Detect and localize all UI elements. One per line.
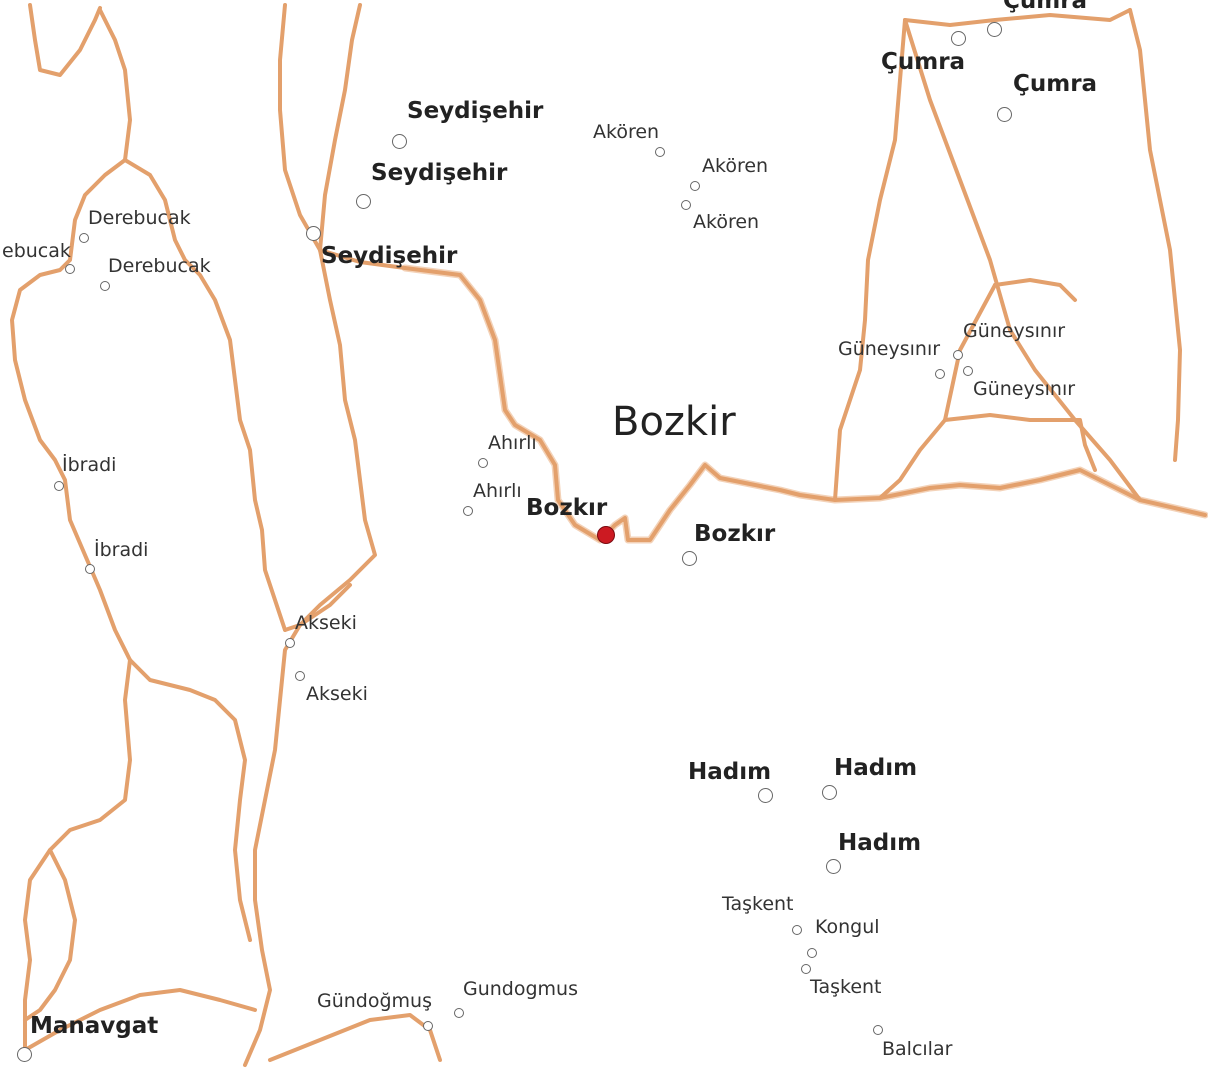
place-label-kongul[interactable]: Kongul xyxy=(815,916,880,938)
place-dot[interactable] xyxy=(873,1025,883,1035)
place-label-gundogmus[interactable]: Gündoğmuş xyxy=(317,990,433,1012)
road-cumra-main xyxy=(833,18,907,502)
road-west-loop xyxy=(23,848,77,1022)
place-label-akoren[interactable]: Akören xyxy=(693,211,760,233)
place-label-hadim[interactable]: Hadım xyxy=(834,755,918,781)
place-dot[interactable] xyxy=(463,506,473,516)
place-dot[interactable] xyxy=(306,226,321,241)
road-guneysinir-east xyxy=(943,413,1097,472)
place-dot[interactable] xyxy=(682,551,697,566)
place-label-akoren[interactable]: Akören xyxy=(593,121,660,143)
place-label-seydisehir[interactable]: Seydişehir xyxy=(407,98,544,124)
place-label-guneysinir[interactable]: Güneysınır xyxy=(838,338,941,360)
place-dot[interactable] xyxy=(681,200,691,210)
road-gundogmus-east xyxy=(268,1013,442,1062)
place-dot[interactable] xyxy=(356,194,371,209)
place-dot[interactable] xyxy=(478,458,488,468)
place-dot[interactable] xyxy=(822,785,837,800)
place-label-bozkir[interactable]: Bozkır xyxy=(694,521,776,547)
road-seydisehir-ne xyxy=(318,3,362,252)
place-label-guneysinir[interactable]: Güneysınır xyxy=(963,320,1066,342)
place-label-hadim[interactable]: Hadım xyxy=(838,830,922,856)
place-dot[interactable] xyxy=(807,948,817,958)
road-derebucak-loop xyxy=(123,158,287,632)
place-label-seydisehir[interactable]: Seydişehir xyxy=(321,243,458,269)
place-label-manavgat[interactable]: Manavgat xyxy=(30,1013,159,1039)
place-label-akseki[interactable]: Akseki xyxy=(306,683,368,705)
place-dot[interactable] xyxy=(100,281,110,291)
place-dot[interactable] xyxy=(690,181,700,191)
region-label: Bozkir xyxy=(612,399,736,445)
road-guneysinir xyxy=(878,283,997,500)
road-derebucak-nw xyxy=(28,3,102,77)
location-marker[interactable] xyxy=(597,526,615,544)
place-label-ahirli[interactable]: Ahırlı xyxy=(473,480,522,502)
place-label-gundogmus[interactable]: Gundogmus xyxy=(463,978,579,1000)
place-label-balcilar[interactable]: Balcılar xyxy=(882,1038,953,1060)
road-akseki xyxy=(283,583,352,632)
road-ibradi-south xyxy=(23,658,132,1052)
place-label-bozkir[interactable]: Bozkır xyxy=(526,495,608,521)
place-label-taskent[interactable]: Taşkent xyxy=(810,976,882,998)
place-dot[interactable] xyxy=(423,1021,433,1031)
place-dot[interactable] xyxy=(54,481,64,491)
place-label-ahirli[interactable]: Ahırlı xyxy=(488,432,537,454)
place-dot[interactable] xyxy=(951,31,966,46)
place-label-akseki[interactable]: Akseki xyxy=(295,612,357,634)
road-seydisehir-east xyxy=(318,248,407,270)
road-cumra-ne xyxy=(1128,8,1182,462)
place-label-cumra[interactable]: Çumra xyxy=(1003,0,1088,14)
place-label-seydisehir[interactable]: Seydişehir xyxy=(371,160,508,186)
place-label-cumra[interactable]: Çumra xyxy=(1013,71,1098,97)
road-guneysinir-ne xyxy=(993,278,1077,302)
place-label-derebucak[interactable]: ebucak xyxy=(2,240,71,262)
place-label-akoren[interactable]: Akören xyxy=(702,155,769,177)
place-dot[interactable] xyxy=(655,147,665,157)
place-dot[interactable] xyxy=(801,964,811,974)
place-label-guneysinir[interactable]: Güneysınır xyxy=(973,378,1076,400)
place-label-taskent[interactable]: Taşkent xyxy=(722,893,794,915)
place-label-hadim[interactable]: Hadım xyxy=(688,759,772,785)
place-dot[interactable] xyxy=(953,350,963,360)
place-dot[interactable] xyxy=(17,1047,32,1062)
place-dot[interactable] xyxy=(79,233,89,243)
road-gundogmus xyxy=(23,988,257,1052)
road-seydisehir-north xyxy=(278,3,322,252)
road-cumra-north xyxy=(903,8,1132,27)
place-dot[interactable] xyxy=(963,366,973,376)
place-label-ibradi[interactable]: İbradi xyxy=(94,539,149,561)
place-dot[interactable] xyxy=(65,264,75,274)
place-dot[interactable] xyxy=(295,671,305,681)
place-label-derebucak[interactable]: Derebucak xyxy=(108,255,211,277)
place-label-cumra[interactable]: Çumra xyxy=(881,49,966,75)
place-label-derebucak[interactable]: Derebucak xyxy=(88,207,191,229)
place-dot[interactable] xyxy=(826,859,841,874)
place-dot[interactable] xyxy=(285,638,295,648)
place-dot[interactable] xyxy=(935,369,945,379)
place-label-ibradi[interactable]: İbradi xyxy=(62,454,117,476)
place-dot[interactable] xyxy=(792,925,802,935)
road-cumra-diagonal xyxy=(903,18,1142,502)
place-dot[interactable] xyxy=(454,1008,464,1018)
place-dot[interactable] xyxy=(758,788,773,803)
place-dot[interactable] xyxy=(987,22,1002,37)
place-dot[interactable] xyxy=(85,564,95,574)
place-dot[interactable] xyxy=(392,134,407,149)
road-derebucak-north xyxy=(98,8,132,162)
place-dot[interactable] xyxy=(997,107,1012,122)
road-seydisehir-south xyxy=(243,248,377,1067)
road-bozkir-main xyxy=(403,266,1207,542)
